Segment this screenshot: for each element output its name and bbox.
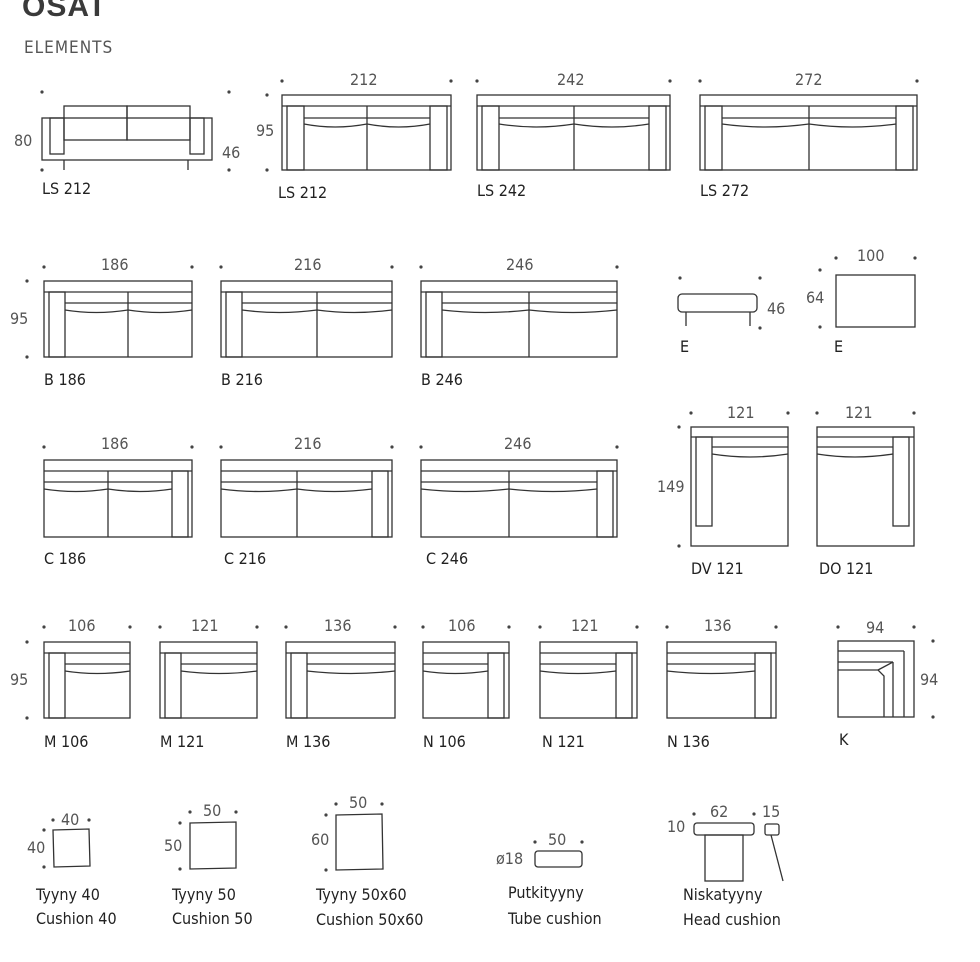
tube-cushion-width-dim: 50 [548,830,567,849]
m106-label: M 106 [44,732,89,751]
m106-width-dim: 106 [68,616,96,635]
tube-cushion-drawing [533,840,584,868]
row2-depth-dim: 95 [10,309,29,328]
cushion-50-width-dim: 50 [203,801,222,820]
dv121-label: DV 121 [691,559,744,578]
cushion-40-height-dim: 40 [27,838,46,857]
ottoman-front-drawing [677,276,762,330]
cushion-40-name-en: Cushion 40 [36,909,117,928]
c246-drawing [419,445,619,538]
ls212-seat-height-dim: 46 [222,143,241,162]
n121-width-dim: 121 [571,616,599,635]
b246-width-dim: 246 [506,255,534,274]
do121-width-dim: 121 [845,403,873,422]
c186-drawing [42,445,194,538]
do121-label: DO 121 [819,559,874,578]
cushion-40-name-fi: Tyyny 40 [36,885,100,904]
tube-cushion-name-en: Tube cushion [508,909,602,928]
ls212-width-dim: 212 [350,70,378,89]
k-label: K [839,730,849,749]
c216-drawing [219,445,394,538]
b216-label: B 216 [221,370,263,389]
cushion-50-height-dim: 50 [164,836,183,855]
ottoman-height-dim: 46 [767,299,786,318]
n106-width-dim: 106 [448,616,476,635]
ls242-label: LS 242 [477,181,527,200]
ls242-drawing [475,79,672,171]
row4-depth-dim: 95 [10,670,29,689]
k-width-dim: 94 [866,618,885,637]
cushion-40-width-dim: 40 [61,810,80,829]
n121-drawing [538,625,639,719]
ls272-label: LS 272 [700,181,750,200]
cushion-50x60-drawing [324,802,384,872]
head-cushion-name-en: Head cushion [683,910,781,929]
do121-drawing [815,411,916,547]
ls212-depth-dim: 95 [256,121,275,140]
c216-width-dim: 216 [294,434,322,453]
b186-label: B 186 [44,370,86,389]
m121-label: M 121 [160,732,205,751]
cushion-50x60-width-dim: 50 [349,793,368,812]
cushion-50x60-name-en: Cushion 50x60 [316,910,424,929]
ottoman-front-label: E [680,337,690,356]
tube-cushion-diameter-dim: ø18 [496,849,524,868]
ls272-width-dim: 272 [795,70,823,89]
ottoman-width-dim: 100 [857,246,885,265]
b216-width-dim: 216 [294,255,322,274]
b246-drawing [419,265,619,358]
n106-drawing [421,625,511,719]
k-depth-dim: 94 [920,670,939,689]
ottoman-top-label: E [834,337,844,356]
cushion-50x60-name-fi: Tyyny 50x60 [316,885,407,904]
ls212-front-label: LS 212 [42,179,92,198]
ls272-drawing [698,79,919,171]
cushion-50-drawing [178,810,238,871]
cushion-50-name-en: Cushion 50 [172,909,253,928]
ls212-top-drawing [265,79,453,172]
n136-drawing [665,625,778,719]
ls212-front-drawing [40,90,231,172]
page-title: OSAT [22,0,108,23]
m106-drawing [25,625,132,720]
dv121-depth-dim: 149 [657,477,685,496]
b246-label: B 246 [421,370,463,389]
cushion-50-name-fi: Tyyny 50 [172,885,236,904]
k-corner-drawing [836,625,935,719]
page-subtitle: ELEMENTS [24,38,114,58]
dv121-drawing [677,411,790,548]
b186-width-dim: 186 [101,255,129,274]
c216-label: C 216 [224,549,267,568]
n106-label: N 106 [423,732,466,751]
c246-label: C 246 [426,549,469,568]
c186-label: C 186 [44,549,87,568]
b186-drawing [25,265,194,359]
ottoman-top-drawing [818,256,917,329]
ls212-top-label: LS 212 [278,183,328,202]
ls212-height-dim: 80 [14,131,33,150]
m121-width-dim: 121 [191,616,219,635]
head-cushion-width-dim: 62 [710,802,729,821]
ls242-width-dim: 242 [557,70,585,89]
head-cushion-drawing [692,812,784,882]
head-cushion-name-fi: Niskatyyny [683,885,763,904]
m136-label: M 136 [286,732,331,751]
n136-width-dim: 136 [704,616,732,635]
m136-drawing [284,625,397,719]
cushion-40-drawing [42,818,91,869]
c246-width-dim: 246 [504,434,532,453]
head-cushion-depth-dim: 15 [762,802,781,821]
m136-width-dim: 136 [324,616,352,635]
tube-cushion-name-fi: Putkityyny [508,883,584,902]
n121-label: N 121 [542,732,585,751]
m121-drawing [158,625,259,719]
c186-width-dim: 186 [101,434,129,453]
dv121-width-dim: 121 [727,403,755,422]
ottoman-depth-dim: 64 [806,288,825,307]
head-cushion-height-dim: 10 [667,817,686,836]
b216-drawing [219,265,394,358]
n136-label: N 136 [667,732,710,751]
cushion-50x60-height-dim: 60 [311,830,330,849]
